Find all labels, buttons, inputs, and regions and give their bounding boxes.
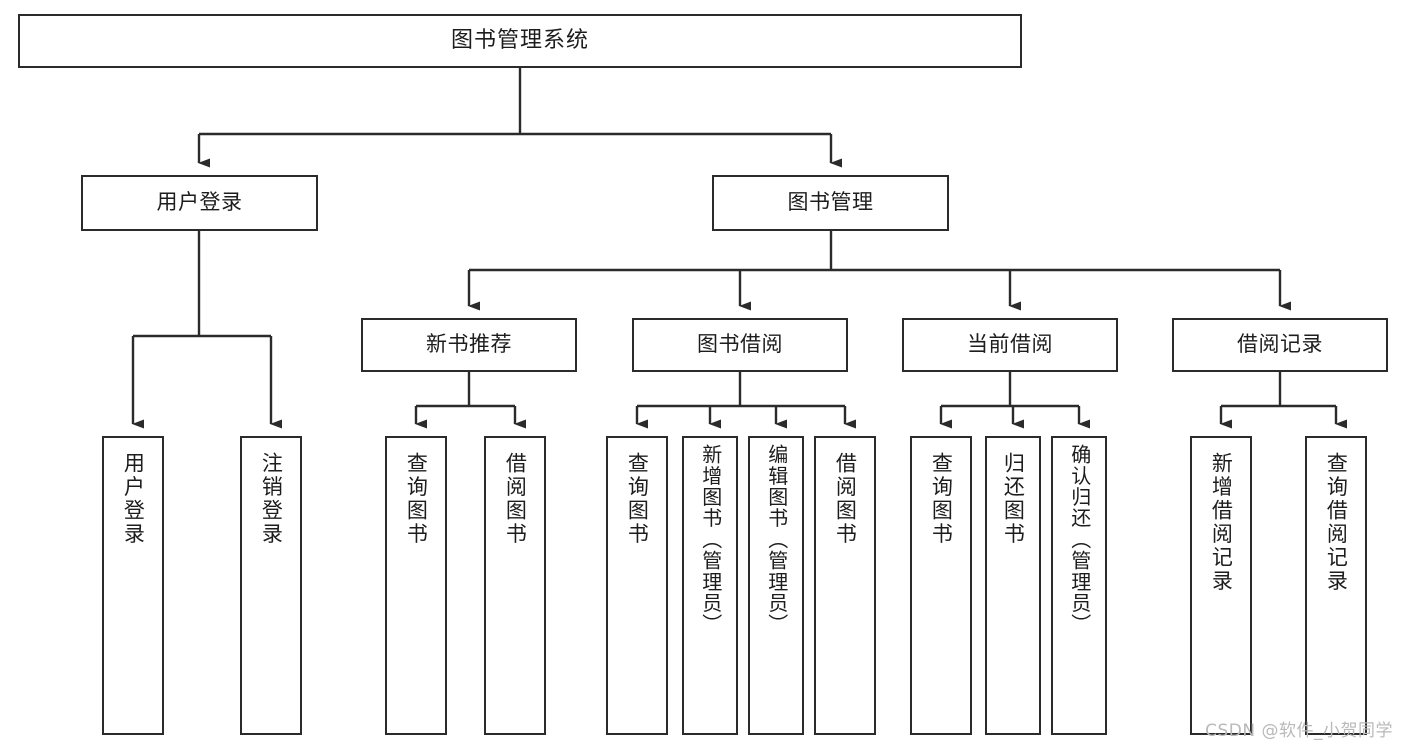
node-leaf-confirm-return-label: 确认归还（管理员） [1067,444,1092,635]
node-leaf-add-book[interactable]: 新增图书（管理员） [682,436,738,735]
node-leaf-borrow-book-rec[interactable]: 借阅图书 [484,436,546,735]
csdn-watermark: CSDN @软件_小贺同学 [1205,721,1393,741]
node-leaf-add-book-label: 新增图书（管理员） [698,444,723,635]
node-user-login[interactable]: 用户登录 [81,175,318,231]
node-book-manage-label: 图书管理 [787,190,874,215]
node-root-label: 图书管理系统 [450,28,589,54]
node-current-borrow[interactable]: 当前借阅 [902,318,1118,372]
node-root[interactable]: 图书管理系统 [18,14,1022,68]
node-leaf-query-book[interactable]: 查询图书 [606,436,668,735]
node-book-borrow-label: 图书借阅 [697,332,783,357]
node-leaf-borrow-book-label: 借阅图书 [833,452,858,546]
node-leaf-query-book-rec[interactable]: 查询图书 [385,436,447,735]
node-leaf-user-login-label: 用户登录 [121,452,146,546]
node-leaf-logout-label: 注销登录 [259,452,284,546]
node-leaf-edit-book[interactable]: 编辑图书（管理员） [748,436,804,735]
node-leaf-query-book-cur-label: 查询图书 [929,452,954,546]
node-borrow-record[interactable]: 借阅记录 [1172,318,1388,372]
node-user-login-label: 用户登录 [156,190,243,215]
node-leaf-query-book-rec-label: 查询图书 [404,452,429,546]
node-leaf-add-record-label: 新增借阅记录 [1209,452,1234,593]
node-current-borrow-label: 当前借阅 [967,332,1053,357]
node-leaf-confirm-return[interactable]: 确认归还（管理员） [1051,436,1107,735]
node-leaf-return-book[interactable]: 归还图书 [985,436,1041,735]
node-new-book-recommend-label: 新书推荐 [426,332,512,357]
node-leaf-query-record[interactable]: 查询借阅记录 [1305,436,1367,735]
node-leaf-logout[interactable]: 注销登录 [240,436,302,735]
node-leaf-query-book-label: 查询图书 [625,452,650,546]
node-leaf-query-record-label: 查询借阅记录 [1324,452,1349,593]
node-leaf-add-record[interactable]: 新增借阅记录 [1190,436,1252,735]
node-leaf-return-book-label: 归还图书 [1001,452,1026,546]
node-book-borrow[interactable]: 图书借阅 [632,318,848,372]
node-leaf-query-book-cur[interactable]: 查询图书 [910,436,972,735]
node-leaf-borrow-book[interactable]: 借阅图书 [814,436,876,735]
node-new-book-recommend[interactable]: 新书推荐 [361,318,577,372]
node-borrow-record-label: 借阅记录 [1237,332,1323,357]
node-leaf-edit-book-label: 编辑图书（管理员） [764,444,789,635]
node-book-manage[interactable]: 图书管理 [712,175,949,231]
node-leaf-user-login[interactable]: 用户登录 [102,436,164,735]
node-leaf-borrow-book-rec-label: 借阅图书 [503,452,528,546]
